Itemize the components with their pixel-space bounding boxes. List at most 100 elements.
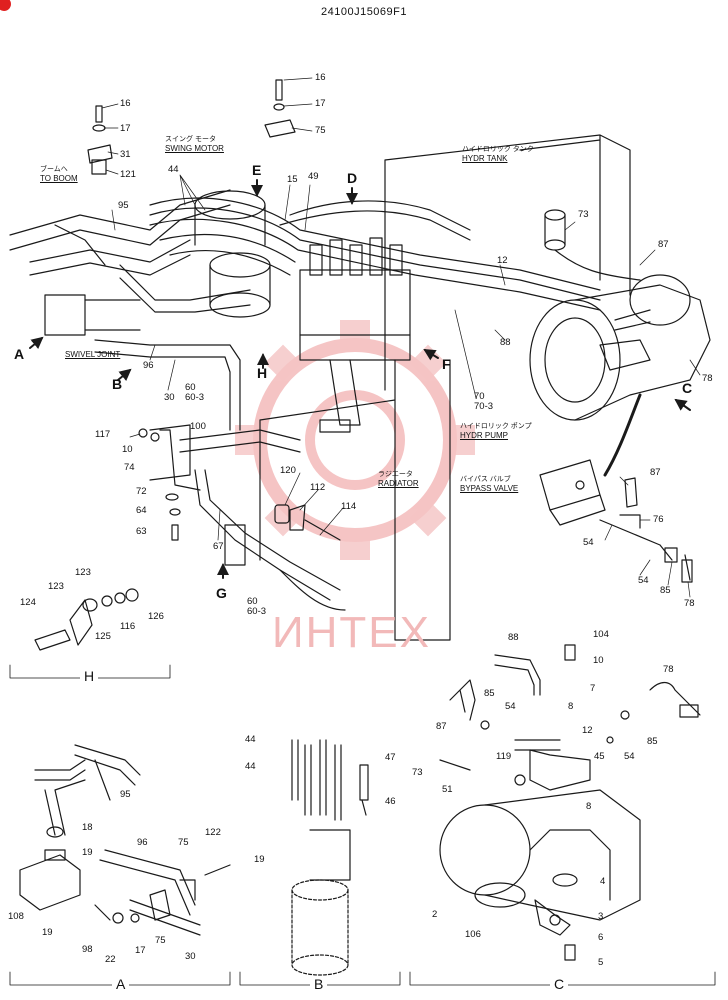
callout-54: 54: [583, 537, 594, 548]
callout-30: 30: [164, 392, 175, 403]
callout-78: 78: [702, 373, 713, 384]
callout-46: 46: [385, 796, 396, 807]
callout-15: 15: [287, 174, 298, 185]
view-marker-b: B: [112, 376, 123, 392]
callout-16: 16: [315, 72, 326, 83]
callout-123: 123: [48, 581, 64, 592]
callout-60-3: 60-3: [185, 392, 205, 403]
hardware-112-114-120: [274, 504, 341, 541]
callout-96: 96: [137, 837, 148, 848]
callout-75: 75: [155, 935, 166, 946]
callout-4: 4: [600, 876, 606, 887]
callout-73: 73: [412, 767, 423, 778]
view-marker-h: H: [257, 365, 268, 381]
callout-117: 117: [95, 429, 111, 440]
callout-78: 78: [663, 664, 674, 675]
callout-98: 98: [82, 944, 93, 955]
tank-filter: [544, 209, 641, 281]
callout-10: 10: [122, 444, 133, 455]
callout-22: 22: [105, 954, 116, 965]
callout-54: 54: [505, 701, 516, 712]
label-swivel-joint: SWIVEL JOINT: [65, 350, 121, 359]
callout-12: 12: [582, 725, 593, 736]
callout-44: 44: [168, 164, 179, 175]
swivel-joint: [44, 294, 141, 336]
lower-pipes: [94, 339, 346, 611]
bypass-fittings: [599, 477, 693, 583]
bracket-g: [224, 524, 246, 566]
callout-126: 126: [148, 611, 164, 622]
callout-124: 124: [20, 597, 36, 608]
corner-marker: [0, 0, 11, 11]
view-marker-g: G: [216, 585, 227, 601]
detail-b: [239, 739, 401, 986]
hardware-117-10: [138, 428, 160, 442]
radiator-outline: [259, 359, 451, 641]
detail-frame-c-label: C: [550, 976, 569, 992]
callout-74: 74: [124, 462, 135, 473]
callout-106: 106: [465, 929, 481, 940]
callout-10: 10: [593, 655, 604, 666]
callout-70-3: 70-3: [474, 401, 494, 412]
callout-19: 19: [82, 847, 93, 858]
callout-19: 19: [254, 854, 265, 865]
view-marker-a: A: [14, 346, 25, 362]
callout-60-3: 60-3: [247, 606, 267, 617]
callout-125: 125: [95, 631, 111, 642]
view-marker-c: C: [682, 380, 693, 396]
control-valve: [299, 237, 411, 433]
callout-12: 12: [497, 255, 508, 266]
callout-116: 116: [120, 621, 136, 632]
callout-104: 104: [593, 629, 609, 640]
callout-8: 8: [568, 701, 574, 712]
callout-47: 47: [385, 752, 396, 763]
callout-60: 60: [247, 596, 258, 607]
hydr-pump: [529, 274, 711, 421]
callout-78: 78: [684, 598, 695, 609]
callout-87: 87: [650, 467, 661, 478]
callout-17: 17: [315, 98, 326, 109]
callout-95: 95: [120, 789, 131, 800]
callout-3: 3: [598, 911, 604, 922]
swing-motor: [194, 190, 271, 318]
callout-44: 44: [245, 761, 256, 772]
callout-45: 45: [594, 751, 605, 762]
callout-108: 108: [8, 911, 24, 922]
view-arrows: [29, 179, 691, 579]
detail-a: [9, 744, 231, 986]
callout-67: 67: [213, 541, 224, 552]
callout-8: 8: [586, 801, 592, 812]
callout-121: 121: [120, 169, 136, 180]
callout-5: 5: [598, 957, 604, 968]
callout-100: 100: [190, 421, 206, 432]
callout-85: 85: [484, 688, 495, 699]
callout-7: 7: [590, 683, 596, 694]
hose-bundle: [149, 197, 601, 311]
callout-122: 122: [205, 827, 221, 838]
bypass-hose: [603, 393, 642, 477]
hydr-tank-outline: [384, 134, 631, 391]
callout-18: 18: [82, 822, 93, 833]
callout-17: 17: [120, 123, 131, 134]
bracket-74: [159, 429, 201, 491]
leader-lines: [101, 77, 701, 598]
callout-85: 85: [660, 585, 671, 596]
callout-119: 119: [496, 751, 512, 762]
watermark-gear-teeth: [235, 320, 475, 560]
callout-123: 123: [75, 567, 91, 578]
top-bolts: [87, 79, 296, 175]
callout-112: 112: [310, 482, 326, 493]
detail-frame-b-label: B: [310, 976, 328, 992]
detail-c: [409, 644, 716, 986]
callout-6: 6: [598, 932, 604, 943]
callout-88: 88: [508, 632, 519, 643]
callout-63: 63: [136, 526, 147, 537]
callout-85: 85: [647, 736, 658, 747]
detail-frame-h-label: H: [80, 668, 99, 684]
